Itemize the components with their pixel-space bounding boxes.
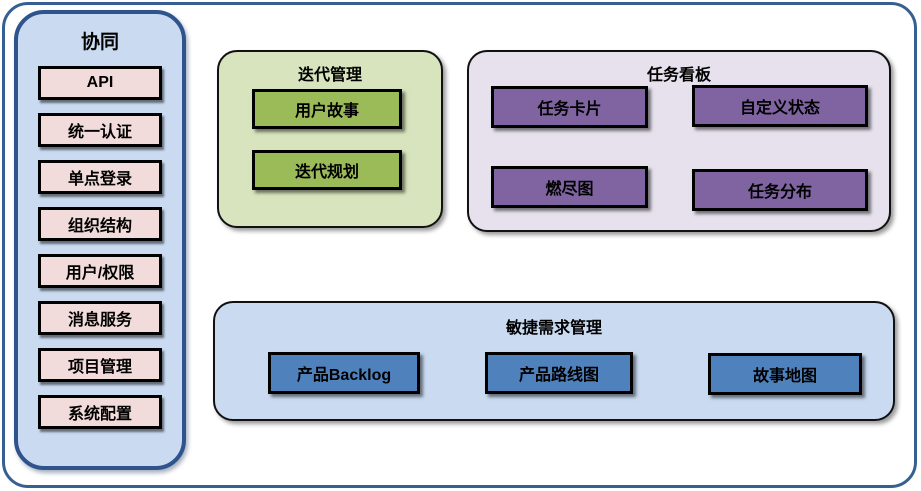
group-task-board: 任务看板 任务卡片 自定义状态 燃尽图 任务分布: [467, 50, 891, 232]
card-task-card: 任务卡片: [491, 86, 648, 128]
card-burndown-chart: 燃尽图: [491, 166, 648, 208]
sidebar-items: API 统一认证 单点登录 组织结构 用户/权限 消息服务 项目管理 系统配置: [18, 66, 182, 429]
sidebar-item-unified-auth: 统一认证: [38, 113, 162, 147]
card-iteration-planning: 迭代规划: [252, 150, 402, 190]
sidebar-item-api: API: [38, 66, 162, 100]
group-iteration-title: 迭代管理: [297, 67, 362, 84]
sidebar-item-system-config: 系统配置: [38, 395, 162, 429]
card-custom-status: 自定义状态: [692, 85, 868, 127]
sidebar-item-sso: 单点登录: [38, 160, 162, 194]
group-agile-requirements: 敏捷需求管理 产品Backlog 产品路线图 故事地图: [213, 301, 895, 421]
sidebar-item-project-management: 项目管理: [38, 348, 162, 382]
group-taskboard-title: 任务看板: [646, 67, 711, 84]
card-product-roadmap: 产品路线图: [485, 352, 633, 394]
card-story-map: 故事地图: [708, 353, 862, 395]
sidebar-item-user-permissions: 用户/权限: [38, 254, 162, 288]
group-agile-title: 敏捷需求管理: [505, 320, 602, 337]
card-product-backlog: 产品Backlog: [268, 352, 420, 394]
sidebar-item-org-structure: 组织结构: [38, 207, 162, 241]
group-iteration-management: 迭代管理 用户故事 迭代规划: [217, 50, 443, 228]
card-task-distribution: 任务分布: [692, 169, 868, 211]
sidebar-item-message-service: 消息服务: [38, 301, 162, 335]
sidebar-title: 协同: [80, 32, 119, 53]
sidebar-collaboration: 协同 API 统一认证 单点登录 组织结构 用户/权限 消息服务 项目管理 系统…: [14, 10, 186, 470]
card-user-story: 用户故事: [252, 89, 402, 129]
